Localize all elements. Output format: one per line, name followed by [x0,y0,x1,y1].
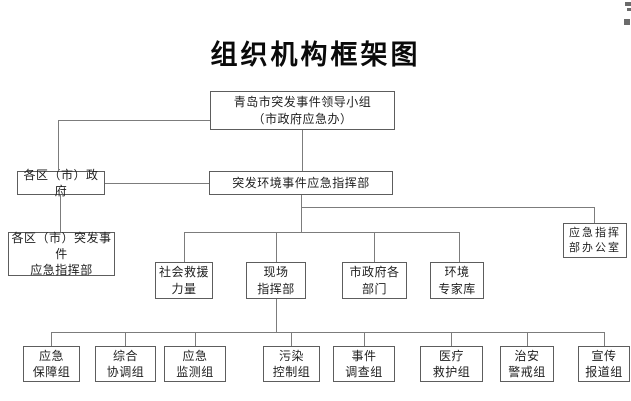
box-group-publicity: 宣传 报道组 [578,346,630,382]
box-district-command: 各区（市）突发事件 应急指挥部 [8,231,115,277]
box-expert-pool: 环境 专家库 [430,262,484,299]
box-city-departments: 市政府各 部门 [342,262,407,299]
box-group-support: 应急 保障组 [23,346,80,382]
connector-drop-group-pollution [291,332,292,346]
connector-envcmd-stem [301,195,302,232]
connector-drop-group-security [527,332,528,346]
connector-drop-social-rescue [184,232,185,262]
scan-artifact [624,19,630,25]
connector-drop-group-publicity [604,332,605,346]
box-group-coordination: 综合 协调组 [95,346,156,382]
box-district-gov: 各区（市）政府 [17,168,105,198]
box-group-monitoring: 应急 监测组 [164,346,226,382]
connector-midrow-bus [184,232,460,233]
connector-districtgov-to-districtcmd [60,195,61,232]
connector-drop-group-medical [451,332,452,346]
connector-envcmd-to-office-h [301,207,594,208]
scan-artifact [627,8,631,11]
connector-leading-to-envcmd [302,130,303,171]
connector-drop-site-command [276,232,277,262]
connector-drop-expert-pool [459,232,460,262]
connector-sitecmd-stem [276,299,277,332]
connector-envcmd-to-office-v [594,207,595,223]
connector-leading-to-districtgov-h [58,120,210,121]
connector-drop-group-support [51,332,52,346]
box-group-medical: 医疗 救护组 [420,346,483,382]
connector-districtgov-to-envcmd [105,183,209,184]
box-command-office: 应急指挥 部办公室 [563,223,627,258]
box-env-command: 突发环境事件应急指挥部 [209,171,393,195]
connector-drop-city-departments [374,232,375,262]
box-group-pollution: 污染 控制组 [263,346,320,382]
box-social-rescue: 社会救援 力量 [155,262,213,299]
box-group-security: 治安 警戒组 [500,346,554,382]
box-site-command: 现场 指挥部 [246,262,306,299]
box-leading-group: 青岛市突发事件领导小组 （市政府应急办） [210,91,395,130]
scan-artifact [625,2,631,6]
connector-drop-group-coordination [125,332,126,346]
connector-drop-group-investigation [364,332,365,346]
page-title: 组织机构框架图 [210,40,421,70]
connector-drop-group-monitoring [195,332,196,346]
box-group-investigation: 事件 调查组 [333,346,395,382]
connector-leading-to-districtgov-v [58,120,59,171]
connector-bottomrow-bus [51,332,604,333]
